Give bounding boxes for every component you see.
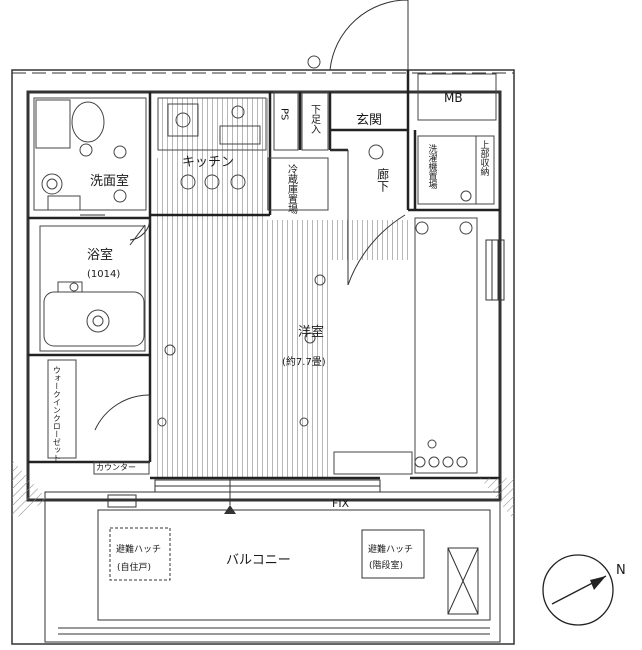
thin-partitions [33, 73, 497, 475]
doors [80, 0, 409, 455]
fix-label: FIX [332, 497, 350, 510]
washroom-fixtures [41, 101, 127, 211]
compass-north-label: N [616, 563, 626, 578]
hatch-right-label: 避難ハッチ [368, 545, 414, 555]
genkan-label: 玄関 [356, 113, 383, 128]
bath-size-label: (1014) [87, 269, 121, 280]
closet-label: ウォークインクローゼット [52, 366, 62, 462]
western-room-size-label: (約7.7畳) [282, 357, 326, 368]
bath-label: 浴室 [87, 248, 114, 263]
kitchen-label: キッチン [182, 155, 235, 170]
shoebox-label: 下足入 [308, 104, 320, 134]
washroom-label: 洗面室 [90, 174, 130, 189]
corridor-label: 廊下 [375, 168, 390, 192]
compass-icon [542, 554, 614, 626]
hatch-right-sub-label: (階段室) [369, 561, 404, 571]
hatch-left-sub-label: (自住戸) [117, 563, 152, 573]
western-room-label: 洋室 [298, 325, 325, 340]
western-room-floor-right [330, 220, 408, 260]
laundry-label: 洗濯機置場 [426, 144, 437, 189]
bath-fixtures [57, 281, 110, 333]
counter-label: カウンター [96, 463, 136, 472]
storage-top-label: 上部収納 [478, 140, 489, 176]
hatched-walls [12, 460, 514, 520]
mb-label: MB [444, 91, 463, 105]
outer-walls [11, 69, 515, 645]
hatch-left-label: 避難ハッチ [116, 545, 162, 555]
sash-window [154, 478, 381, 514]
kitchen-floor [158, 98, 270, 210]
balcony-label: バルコニー [226, 553, 291, 568]
room-fixtures [157, 55, 473, 468]
east-window [485, 239, 505, 301]
kitchen-fixtures [167, 103, 261, 190]
ps-label: PS [278, 108, 290, 121]
fridge-label: 冷蔵庫置場 [285, 164, 297, 214]
western-room-floor [155, 220, 330, 478]
